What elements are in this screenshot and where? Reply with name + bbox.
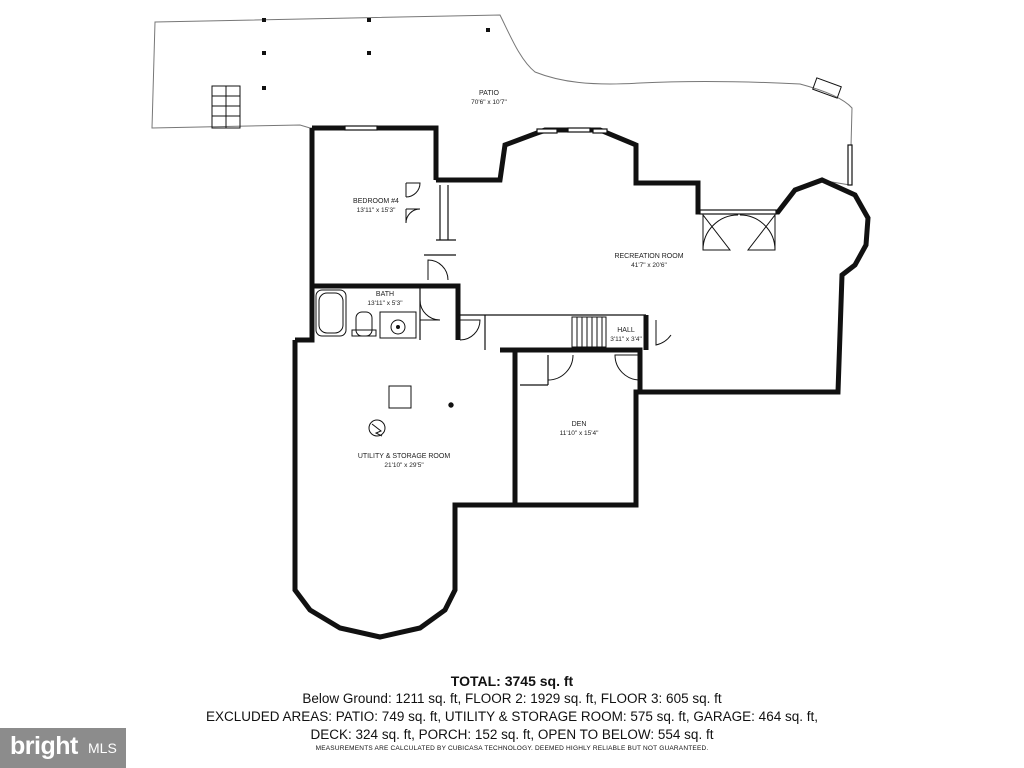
total-area: TOTAL: 3745 sq. ft bbox=[450, 673, 574, 689]
doors bbox=[405, 182, 776, 381]
area-summary: TOTAL: 3745 sq. ft Below Ground: 1211 sq… bbox=[0, 672, 1024, 754]
patio-gate bbox=[812, 77, 842, 99]
bath-dims: 13'11" x 5'3" bbox=[367, 300, 403, 307]
windows bbox=[344, 125, 853, 215]
patio-label: PATIO bbox=[479, 90, 500, 97]
hall-label: HALL bbox=[617, 327, 635, 334]
disclaimer: MEASUREMENTS ARE CALCULATED BY CUBICASA … bbox=[315, 745, 709, 752]
den-label: DEN bbox=[572, 421, 587, 428]
bright-mls-logo: bright MLS bbox=[0, 728, 126, 768]
logo-suffix: MLS bbox=[88, 740, 117, 756]
bath-label: BATH bbox=[376, 291, 394, 298]
excluded-areas-line1: EXCLUDED AREAS: PATIO: 749 sq. ft, UTILI… bbox=[206, 709, 818, 724]
utility-fixtures bbox=[368, 385, 454, 437]
floor-plan: PATIO 70'6" x 10'7" BEDROOM #4 13'11" x … bbox=[151, 14, 871, 640]
bedroom4-dims: 13'11" x 15'3" bbox=[357, 207, 396, 214]
recreation-dims: 41'7" x 20'6" bbox=[631, 262, 667, 269]
excluded-areas-line2: DECK: 324 sq. ft, PORCH: 152 sq. ft, OPE… bbox=[310, 727, 714, 742]
utility-label: UTILITY & STORAGE ROOM bbox=[358, 453, 450, 460]
logo-brand: bright bbox=[10, 732, 78, 760]
patio-steps bbox=[211, 85, 241, 129]
utility-dims: 21'10" x 29'5" bbox=[384, 462, 424, 469]
recreation-label: RECREATION ROOM bbox=[614, 253, 683, 260]
patio-posts bbox=[262, 18, 490, 90]
floor-breakdown: Below Ground: 1211 sq. ft, FLOOR 2: 1929… bbox=[302, 691, 722, 706]
hall-dims: 3'11" x 3'4" bbox=[610, 336, 642, 343]
walls bbox=[292, 125, 871, 640]
stairs bbox=[571, 316, 607, 348]
den-dims: 11'10" x 15'4" bbox=[560, 430, 599, 437]
bedroom4-label: BEDROOM #4 bbox=[353, 198, 399, 205]
patio-dims: 70'6" x 10'7" bbox=[471, 99, 507, 106]
bath-fixtures bbox=[315, 289, 417, 339]
